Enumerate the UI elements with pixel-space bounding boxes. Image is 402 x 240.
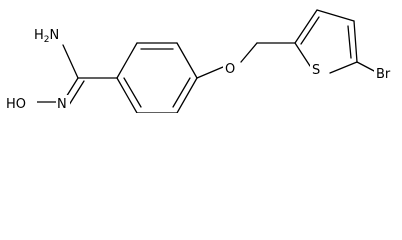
thiophene-ring xyxy=(294,9,377,74)
sulfur-label: S xyxy=(312,63,320,78)
ether-o-label: O xyxy=(225,62,235,77)
th-bond-c2-c3-inner xyxy=(300,16,320,45)
th-bond-s-c2 xyxy=(294,42,311,67)
ether-linker xyxy=(196,42,296,79)
th-bond-c4-c5-inner xyxy=(347,25,352,59)
bond-c-nh2 xyxy=(62,44,79,79)
amidoxime-group xyxy=(35,44,118,106)
atom-labels: H2N N HO O S Br xyxy=(5,26,396,112)
th-bond-c5-s xyxy=(329,61,358,74)
molecule-structure: H2N N HO O S Br xyxy=(5,9,396,113)
bromine-label: Br xyxy=(376,67,391,82)
bond-ring-o xyxy=(196,66,224,79)
ring-bond-4 xyxy=(176,77,198,113)
oxime-n-label: N xyxy=(57,97,67,112)
bond-c-n-double-2 xyxy=(68,80,85,106)
hydroxyl-label: HO xyxy=(6,97,26,112)
ring-bond-1 xyxy=(116,42,138,79)
th-bond-c3-c4 xyxy=(316,9,355,22)
benzene-ring xyxy=(116,42,198,113)
ring-inner-2 xyxy=(172,77,191,108)
th-bond-c4-c5 xyxy=(353,20,358,63)
bond-o-ch2 xyxy=(240,42,258,63)
th-bond-c2-c3 xyxy=(294,9,318,44)
amine-label: H2N xyxy=(34,28,59,45)
ring-inner-3 xyxy=(123,77,142,108)
ring-bond-6 xyxy=(116,77,138,113)
ring-bond-3 xyxy=(176,42,198,79)
bond-c5-br xyxy=(356,61,377,73)
